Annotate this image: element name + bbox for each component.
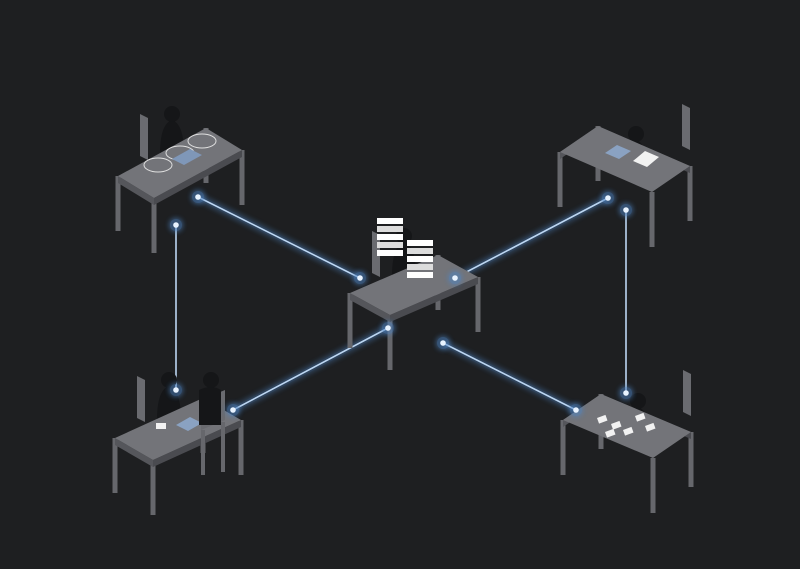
connection-node: [573, 407, 579, 413]
desk-leg: [649, 192, 655, 247]
chair-leg: [201, 430, 205, 475]
laptop: [176, 417, 202, 431]
person-head: [628, 126, 644, 142]
paper-sheet: [635, 412, 646, 422]
connection-node: [623, 390, 629, 396]
desk-side: [118, 176, 154, 205]
connection-node: [230, 407, 236, 413]
desk-top-right: [557, 104, 693, 247]
paper: [156, 423, 166, 429]
desk-leg: [475, 277, 481, 332]
connection-node: [173, 387, 179, 393]
desk-top-left: [115, 106, 245, 253]
desk-leg: [112, 438, 118, 493]
desk-leg: [650, 458, 656, 513]
laptop: [172, 149, 202, 165]
server-stack-layer: [407, 248, 433, 254]
person-head: [164, 106, 180, 122]
connection-nodes: [170, 191, 632, 416]
paper-sheet: [596, 414, 608, 424]
server-stack-layer: [407, 272, 433, 278]
server-stack-layer: [377, 242, 403, 248]
document-paper: [633, 151, 659, 167]
link-line: [442, 342, 577, 411]
person-head: [203, 372, 219, 388]
desk-side: [350, 293, 390, 322]
chair-leg: [221, 422, 225, 472]
desk-leg: [560, 420, 566, 475]
server-stack-layer: [377, 226, 403, 232]
server-stack-layer: [377, 250, 403, 256]
person-head: [161, 372, 177, 388]
desk-center: [347, 218, 481, 370]
link-line: [232, 327, 389, 411]
desk-front: [390, 277, 478, 322]
connection-node: [623, 207, 629, 213]
chair-back: [682, 104, 690, 150]
desk-bottom-right: [560, 370, 694, 513]
desk-leg: [347, 293, 353, 348]
desk-side: [115, 438, 153, 467]
chair-back: [140, 114, 148, 160]
desk-front: [154, 150, 242, 205]
desk-leg: [151, 198, 157, 253]
desk-leg: [557, 152, 563, 207]
server-stack-layer: [377, 234, 403, 240]
chair-back: [137, 376, 145, 422]
sketch-scribble: [187, 133, 217, 149]
paper-sheet: [645, 422, 656, 432]
connection-node: [357, 275, 363, 281]
desk-leg: [115, 176, 121, 231]
person-silhouette: [199, 387, 221, 425]
desk-leg: [150, 460, 156, 515]
server-stack-layer: [407, 240, 433, 246]
desk-top: [350, 255, 478, 315]
desk-leg: [688, 432, 694, 487]
paper-sheet: [623, 426, 634, 436]
person-head: [630, 393, 646, 409]
connection-node: [605, 195, 611, 201]
desk-front: [153, 420, 241, 467]
laptop: [605, 145, 631, 159]
desk-leg: [387, 315, 393, 370]
link-line: [454, 197, 609, 279]
desk-leg: [687, 166, 693, 221]
desks-layer: [112, 104, 694, 515]
server-stack-layer: [407, 264, 433, 270]
server-stack-layer: [407, 256, 433, 262]
connection-node: [452, 275, 458, 281]
paper-sheet: [611, 420, 622, 430]
chair-back: [683, 370, 691, 416]
desk-top: [563, 394, 691, 458]
connection-node: [440, 340, 446, 346]
server-stack-layer: [377, 218, 403, 224]
connection-node: [195, 194, 201, 200]
sketch-scribble: [143, 157, 173, 173]
connection-lines: [173, 194, 629, 413]
link-line: [197, 196, 361, 279]
connection-node: [385, 325, 391, 331]
connection-node: [173, 222, 179, 228]
desk-bottom-left: [112, 372, 244, 515]
desk-leg: [238, 420, 244, 475]
desk-top: [560, 126, 690, 192]
desk-leg: [239, 150, 245, 205]
paper-sheet: [605, 428, 616, 438]
